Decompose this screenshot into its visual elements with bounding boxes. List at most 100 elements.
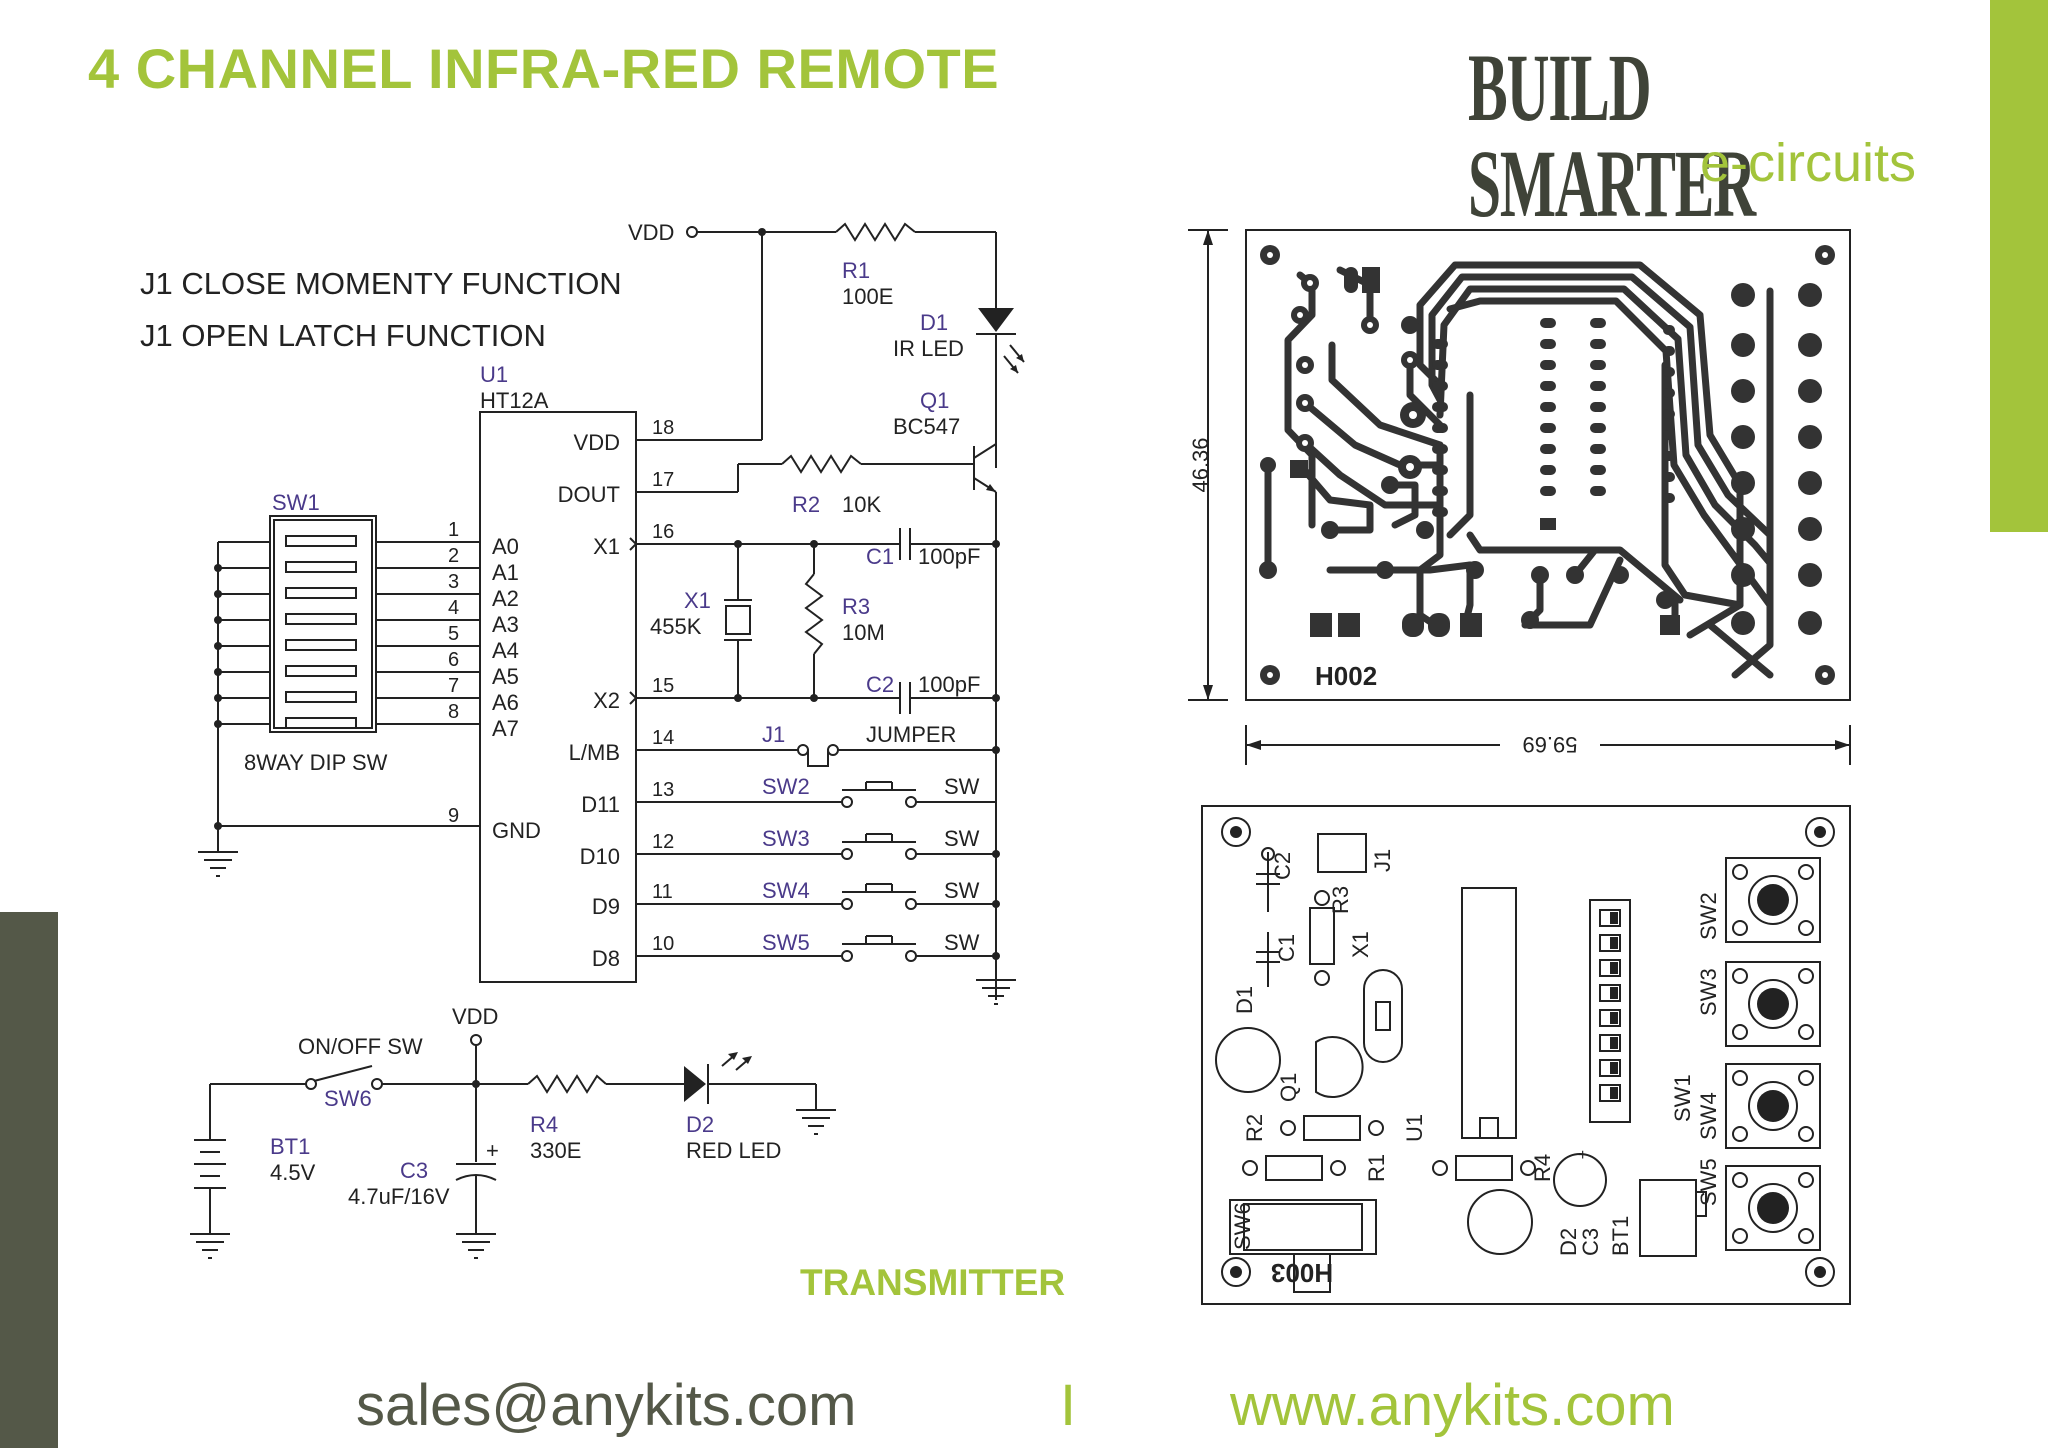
brand-subtitle: e-circuits [1700, 133, 1917, 193]
r2-value: 10K [842, 492, 881, 517]
sw3-label: SW [944, 826, 980, 851]
sw6-ref: SW6 [324, 1086, 372, 1111]
lbl-bt1: BT1 [1608, 1216, 1633, 1256]
pin-num-4: 4 [448, 597, 459, 619]
u1-pin-d9: D9 [592, 894, 620, 919]
pin-num-2: 2 [448, 545, 459, 567]
u1-pin-a7: A7 [492, 716, 519, 741]
pcb-outline [1245, 229, 1851, 701]
lbl-sw1: SW1 [1670, 1074, 1695, 1122]
layout-r2 [1303, 1115, 1361, 1141]
pin-num-10: 10 [652, 933, 674, 955]
x1-value: 455K [650, 614, 702, 639]
pin-num-7: 7 [448, 675, 459, 697]
layout-u1 [1461, 887, 1517, 1139]
dip-toggles [285, 535, 357, 729]
brand-logo: BUILD SMARTER [1468, 34, 1756, 237]
c3-plus-mark: + [1578, 1147, 1587, 1164]
u1-pin-a1: A1 [492, 560, 519, 585]
q1-ref: Q1 [920, 388, 949, 413]
dim-width: 59.69 [1522, 732, 1577, 757]
lbl-r1: R1 [1364, 1154, 1389, 1182]
u1-pin-a3: A3 [492, 612, 519, 637]
layout-q1 [1315, 1036, 1364, 1098]
x1-crystal [725, 605, 751, 635]
pin-num-18: 18 [652, 417, 674, 439]
r3-resistor [804, 573, 824, 655]
layout-sw3 [1725, 961, 1821, 1047]
u1-pin-dout: DOUT [558, 482, 620, 507]
u1-pin-vdd: VDD [574, 430, 620, 455]
pin-num-6: 6 [448, 649, 459, 671]
pad-holes [1297, 280, 1417, 471]
footer-website-link[interactable]: www.anykits.com [1230, 1373, 1675, 1438]
r1-resistor [835, 222, 916, 242]
lbl-sw4: SW4 [1696, 1092, 1721, 1140]
bt1-battery [194, 1139, 226, 1189]
pin-num-16: 16 [652, 521, 674, 543]
r4-ref: R4 [530, 1112, 558, 1137]
layout-r4 [1455, 1155, 1513, 1181]
d1-desc: IR LED [893, 336, 964, 361]
component-layout: C2 J1 R3 C1 X1 D1 Q1 R2 U1 R1 R4 + D2 C3… [1201, 805, 1851, 1305]
pin-num-1: 1 [448, 519, 459, 541]
u1-pin-gnd: GND [492, 818, 541, 843]
vdd-terminal [686, 226, 698, 238]
sw5-label: SW [944, 930, 980, 955]
sw3-button: SW3 SW [636, 826, 996, 860]
c3-ref: C3 [400, 1158, 428, 1183]
layout-d1 [1215, 1027, 1281, 1093]
transmitter-label: TRANSMITTER [800, 1262, 1066, 1303]
sw4-ref: SW4 [762, 878, 810, 903]
sw3-ref: SW3 [762, 826, 810, 851]
u1-pin-lmb: L/MB [569, 740, 620, 765]
layout-j1 [1317, 833, 1367, 873]
layout-c1 [1256, 932, 1280, 987]
lbl-q1: Q1 [1276, 1073, 1301, 1102]
sw1-ref: SW1 [272, 490, 320, 515]
layout-c2: C2 [1256, 847, 1295, 912]
layout-r1 [1265, 1155, 1323, 1181]
u1-pin-x1: X1 [593, 534, 620, 559]
layout-x1 [1363, 969, 1403, 1063]
j1-jumper [797, 744, 809, 756]
d2-ref: D2 [686, 1112, 714, 1137]
layout-sw1 [1589, 899, 1631, 1123]
lbl-sw5: SW5 [1696, 1158, 1721, 1206]
r3-ref: R3 [842, 594, 870, 619]
jumper-notes: J1 CLOSE MOMENTY FUNCTION J1 OPEN LATCH … [140, 258, 622, 362]
layout-d2 [1467, 1189, 1533, 1255]
bt1-value: 4.5V [270, 1160, 316, 1185]
lbl-r4: R4 [1530, 1154, 1555, 1182]
lbl-d1: D1 [1232, 986, 1257, 1014]
note-close: J1 CLOSE MOMENTY FUNCTION [140, 266, 622, 301]
u1-pin-d8: D8 [592, 946, 620, 971]
sw2-ref: SW2 [762, 774, 810, 799]
pcb-board-id: H002 [1315, 661, 1377, 691]
lbl-c2: C2 [1270, 852, 1295, 880]
c1-ref: C1 [866, 544, 894, 569]
c2-ref: C2 [866, 672, 894, 697]
sw1-desc: 8WAY DIP SW [244, 750, 388, 775]
u1-pin-a0: A0 [492, 534, 519, 559]
r2-resistor [781, 454, 862, 474]
c3-plus: + [486, 1138, 499, 1163]
r2-ref: R2 [792, 492, 820, 517]
sw2-button: SW2 SW [636, 774, 996, 808]
u1-pin-a2: A2 [492, 586, 519, 611]
page-title: 4 CHANNEL INFRA-RED REMOTE [88, 37, 1000, 100]
u1-pin-a4: A4 [492, 638, 519, 663]
pin-num-12: 12 [652, 831, 674, 853]
layout-outline [1201, 805, 1851, 1305]
c3-value: 4.7uF/16V [348, 1184, 450, 1209]
footer-separator: I [1060, 1373, 1077, 1438]
j1-desc: JUMPER [866, 722, 956, 747]
d1-ref: D1 [920, 310, 948, 335]
footer-email-link[interactable]: sales@anykits.com [356, 1373, 857, 1438]
pin-num-13: 13 [652, 779, 674, 801]
pin-num-14: 14 [652, 727, 674, 749]
x1-ref: X1 [684, 588, 711, 613]
lbl-sw3: SW3 [1696, 968, 1721, 1016]
lbl-c1: C1 [1274, 934, 1299, 962]
pin-num-5: 5 [448, 623, 459, 645]
